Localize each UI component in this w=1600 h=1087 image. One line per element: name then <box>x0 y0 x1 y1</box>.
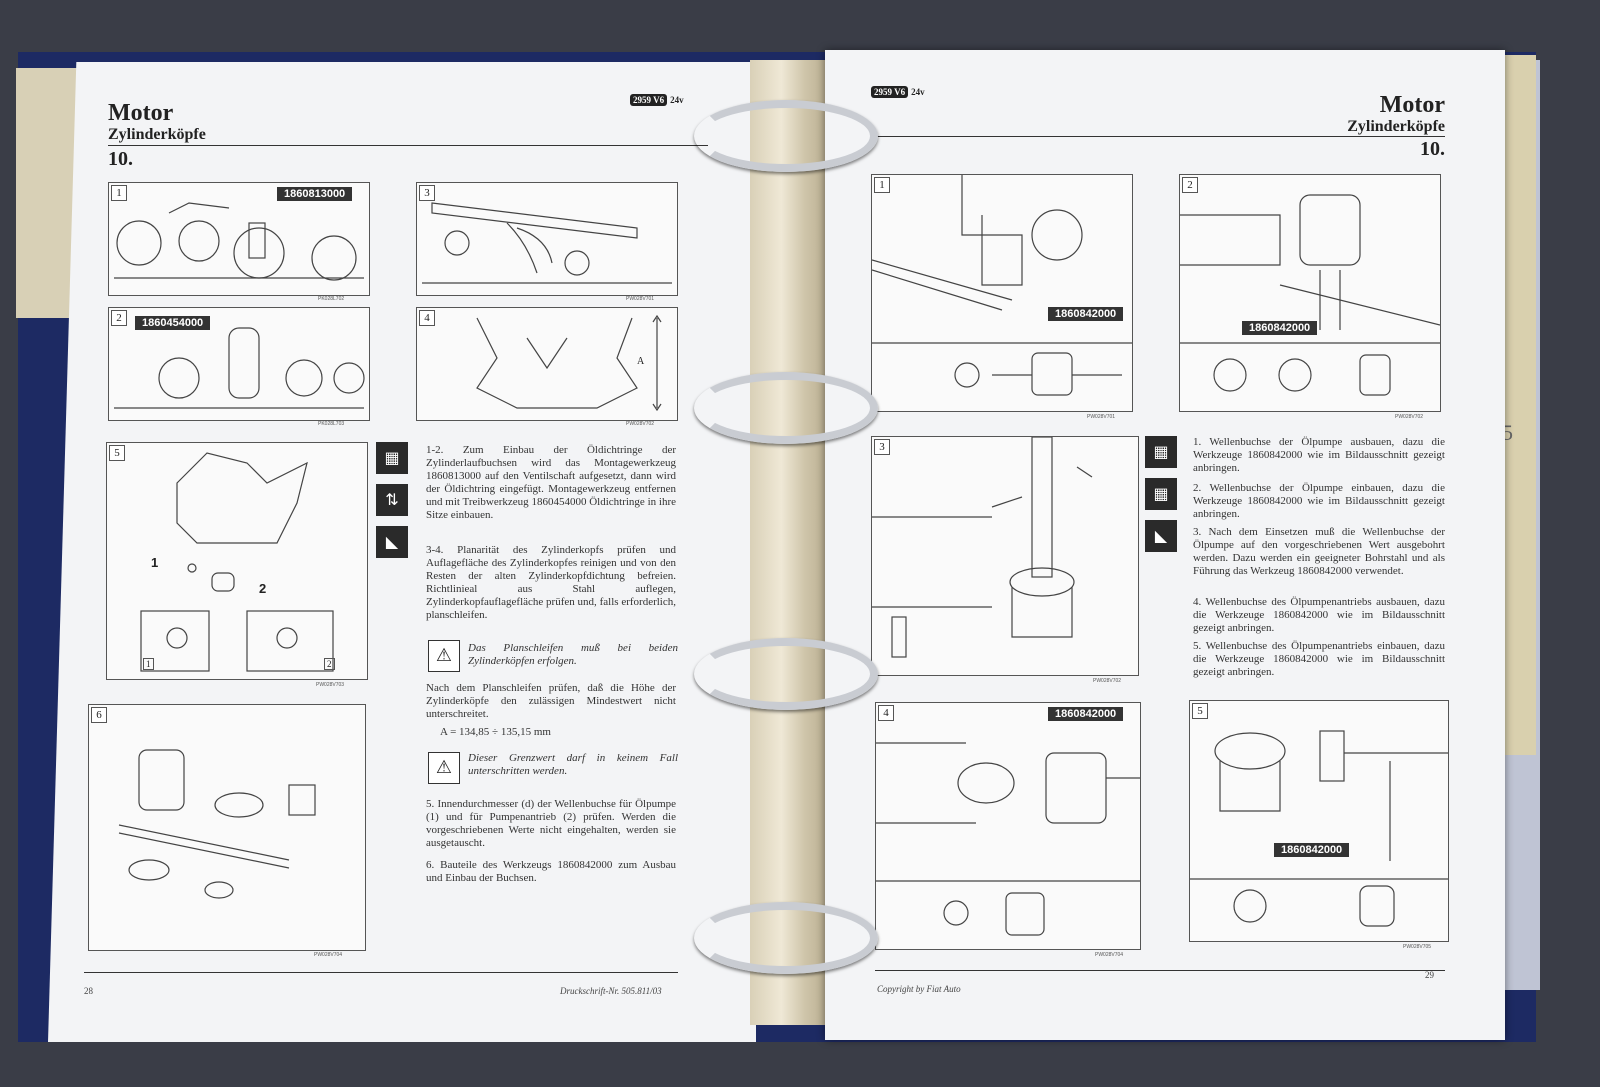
figure-6: 6 <box>88 704 366 951</box>
figure-1: 1 1860842000 <box>871 174 1133 412</box>
warning-text-2: Dieser Grenzwert darf in keinem Fall unt… <box>468 752 678 777</box>
footer-text: Druckschrift-Nr. 505.811/03 <box>560 986 662 996</box>
page-title: Motor <box>108 100 174 126</box>
section-number: 10. <box>108 148 133 170</box>
figure-code: PW028V702 <box>1395 414 1424 420</box>
figure-5: 5 1860842000 <box>1189 700 1449 942</box>
callout-2: 2 <box>259 581 267 596</box>
measure-icon: ◣ <box>1145 520 1177 552</box>
footer-text: Copyright by Fiat Auto <box>877 984 961 994</box>
paragraph-2: 2. Wellenbuchse der Ölpumpe einbauen, da… <box>1193 482 1445 520</box>
footer-rule <box>84 972 678 973</box>
grid-icon: ▦ <box>1145 436 1177 468</box>
figure-5: 5 1 2 1 2 <box>106 442 368 680</box>
tool-number-badge: 1860842000 <box>1048 307 1124 321</box>
paragraph-1: 1. Wellenbuchse der Ölpumpe ausbauen, da… <box>1193 436 1445 474</box>
section-number: 10. <box>1420 138 1445 160</box>
header-rule <box>108 145 708 146</box>
grid-icon: ▦ <box>376 442 408 474</box>
figure-number: 6 <box>91 707 107 723</box>
figure-number: 5 <box>109 445 125 461</box>
page-title: Motor <box>1379 92 1445 118</box>
figure-2: 2 1860454000 <box>108 307 370 421</box>
figure-code: PW028V701 <box>626 296 655 302</box>
figure-code: PK028L702 <box>318 296 345 302</box>
figure-number: 4 <box>419 310 435 326</box>
paragraph-5: 5. Wellenbuchse des Ölpumpenantriebs ein… <box>1193 640 1445 678</box>
figure-number: 2 <box>111 310 127 326</box>
figure-number: 1 <box>111 185 127 201</box>
figure-code: PW028V701 <box>1087 414 1116 420</box>
tool-number-badge: 1860454000 <box>135 316 211 330</box>
page-number: 29 <box>1425 970 1434 980</box>
grid-icon: ▦ <box>1145 478 1177 510</box>
figure-number: 4 <box>878 705 894 721</box>
inset-1-label: 1 <box>143 658 154 670</box>
header-rule <box>871 136 1445 137</box>
figure-code: PW028V702 <box>1093 678 1122 684</box>
figure-number: 2 <box>1182 177 1198 193</box>
figure-3: 3 <box>871 436 1139 676</box>
tool-number-badge: 1860842000 <box>1048 707 1124 721</box>
page-subtitle: Zylinderköpfe <box>108 126 206 143</box>
figure-4: 4 1860842000 <box>875 702 1141 950</box>
adjust-arrows-icon: ⇅ <box>376 484 408 516</box>
figure-number: 5 <box>1192 703 1208 719</box>
warning-icon: ⚠ <box>428 640 460 672</box>
figure-code: PW028V704 <box>1095 952 1124 958</box>
check-text: Nach dem Planschleifen prüfen, daß die H… <box>426 682 676 720</box>
figure-3: 3 <box>416 182 678 296</box>
binder-ring <box>694 638 878 710</box>
figure-code: PW028V705 <box>1403 944 1432 950</box>
figure-1: 1 1860813000 <box>108 182 370 296</box>
figure-code: PW028V702 <box>626 421 655 427</box>
figure-2: 2 1860842000 <box>1179 174 1441 412</box>
figure-code: PK028L703 <box>318 421 345 427</box>
warning-icon: ⚠ <box>428 752 460 784</box>
paragraph-6: 6. Bauteile des Werkzeugs 1860842000 zum… <box>426 859 677 884</box>
figure-number: 3 <box>419 185 435 201</box>
figure-code: PW028V704 <box>314 952 343 958</box>
tool-number-badge: 1860842000 <box>1274 843 1350 857</box>
tool-number-badge: 1860842000 <box>1242 321 1318 335</box>
paragraph-1-2: 1-2. Zum Einbau der Öldichtringe der Zyl… <box>426 444 676 521</box>
page-number: 28 <box>84 986 93 996</box>
footer-rule <box>875 970 1445 971</box>
side-tab-5: 5 <box>1502 420 1513 445</box>
paragraph-5: 5. Innendurchmesser (d) der Wellenbuchse… <box>426 798 677 849</box>
warning-text-1: Das Planschleifen muß bei beiden Zylinde… <box>468 642 678 667</box>
figure-4: 4 A <box>416 307 678 421</box>
binder-ring <box>694 902 878 974</box>
page-subtitle: Zylinderköpfe <box>1347 118 1445 135</box>
inset-2-label: 2 <box>324 658 335 670</box>
callout-1: 1 <box>151 555 159 570</box>
paragraph-4: 4. Wellenbuchse des Ölpumpenantriebs aus… <box>1193 596 1445 634</box>
paragraph-3: 3. Nach dem Einsetzen muß die Wellenbuch… <box>1193 526 1446 577</box>
figure-number: 1 <box>874 177 890 193</box>
figure-number: 3 <box>874 439 890 455</box>
dimension-label: A <box>637 356 645 367</box>
tool-number-badge: 1860813000 <box>277 187 353 201</box>
dimension-formula: A = 134,85 ÷ 135,15 mm <box>440 726 551 738</box>
page-gutter <box>750 60 828 1025</box>
paragraph-3-4: 3-4. Planarität des Zylinderkopfs prüfen… <box>426 544 676 621</box>
binder-ring <box>694 372 878 444</box>
binder-ring <box>694 100 878 172</box>
figure-code: PW028V703 <box>316 682 345 688</box>
measure-icon: ◣ <box>376 526 408 558</box>
